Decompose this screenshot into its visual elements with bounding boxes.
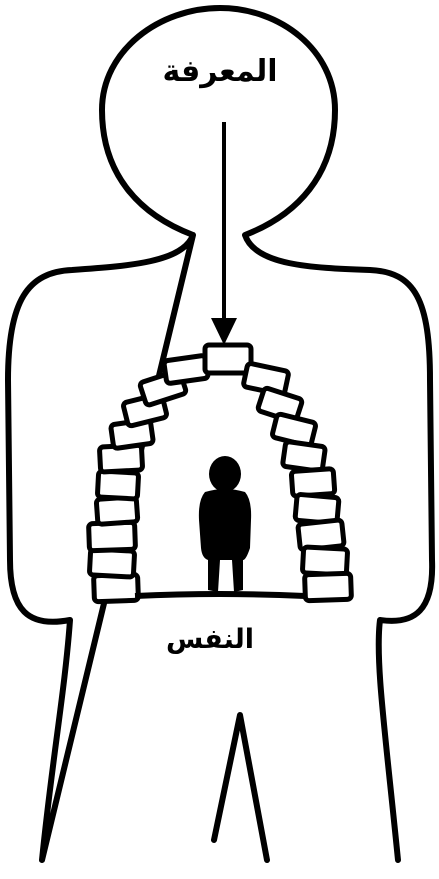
down-arrow-icon — [211, 122, 237, 345]
knowledge-label: المعرفة — [150, 52, 290, 92]
self-label: النفس — [150, 622, 270, 658]
leg-split — [214, 715, 267, 860]
ground-line — [135, 594, 305, 596]
body-outline — [8, 8, 432, 860]
person-silhouette-icon — [199, 456, 251, 592]
